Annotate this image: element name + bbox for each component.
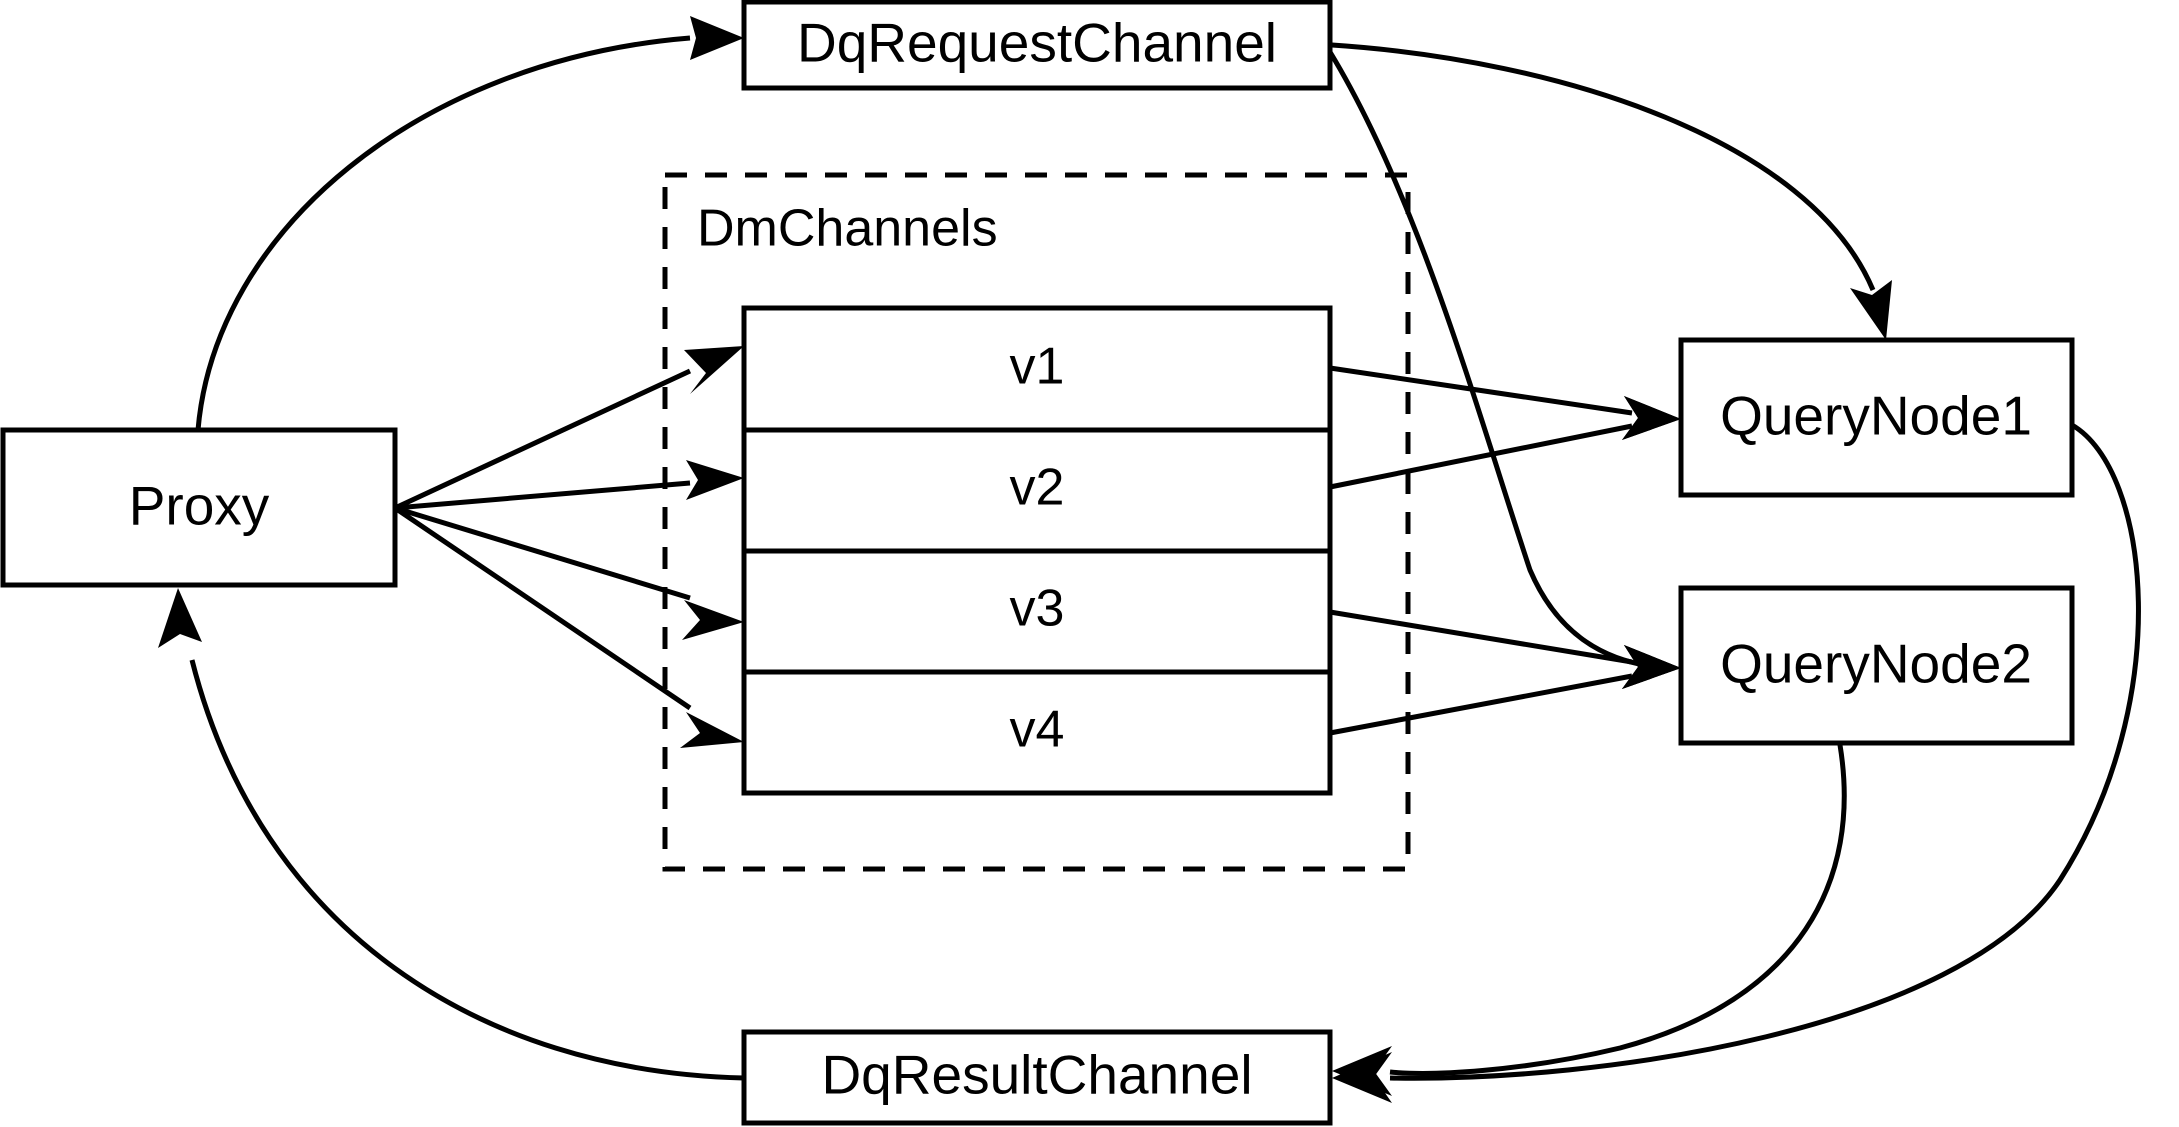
node-dqrequestchannel[interactable]: DqRequestChannel [741,0,1333,91]
arrowhead-icon [158,588,202,648]
dmchannel-row-v1[interactable]: v1 [1010,338,1065,396]
arrowhead-icon [680,712,744,748]
dmchannel-label-v4: v4 [1010,701,1065,759]
arrowhead-icon [1622,645,1681,689]
edge-querynode2-to-dqresultchannel [1332,744,1847,1096]
arrowhead-icon [686,460,744,500]
dqrequestchannel-label: DqRequestChannel [797,12,1277,74]
dmchannel-label-v1: v1 [1010,338,1065,396]
edge-proxy-to-v2 [394,460,744,511]
arrowhead-icon [682,600,744,640]
dmchannel-label-v3: v3 [1010,580,1065,638]
group-dmchannels: DmChannels [662,172,1411,872]
arrowhead-icon [1622,396,1681,440]
node-dqresultchannel[interactable]: DqResultChannel [741,1029,1333,1126]
node-proxy[interactable]: Proxy [0,427,398,588]
edge-dqrequestchannel-to-querynode1 [1331,42,1892,340]
edge-proxy-to-v3 [394,505,744,640]
node-querynode2[interactable]: QueryNode2 [1678,585,2075,746]
arrowhead-icon [690,16,744,60]
arrowhead-icon [684,346,744,394]
querynode1-label: QueryNode1 [1720,385,2032,447]
querynode2-label: QueryNode2 [1720,633,2032,695]
dqresultchannel-label: DqResultChannel [821,1044,1252,1106]
dmchannels-label: DmChannels [697,200,998,258]
edge-dqresultchannel-to-proxy [158,588,745,1081]
edge-v2-to-querynode1 [1329,396,1681,490]
node-querynode1[interactable]: QueryNode1 [1678,337,2075,498]
dmchannels-table: v1 v2 v3 v4 [741,305,1333,796]
edge-dqrequestchannel-to-querynode2 [1327,50,1681,689]
proxy-label: Proxy [129,475,270,537]
dmchannel-row-v2[interactable]: v2 [1010,459,1065,517]
edge-v4-to-querynode2 [1329,645,1681,736]
arrowhead-icon [1332,1046,1392,1096]
edge-proxy-to-v1 [393,346,744,511]
edge-proxy-to-dqrequestchannel [195,16,744,431]
dmchannel-row-v4[interactable]: v4 [1010,701,1065,759]
arrowhead-icon [1850,280,1892,340]
dmchannel-row-v3[interactable]: v3 [1010,580,1065,638]
dmchannel-label-v2: v2 [1010,459,1065,517]
edge-proxy-to-v4 [393,505,744,748]
